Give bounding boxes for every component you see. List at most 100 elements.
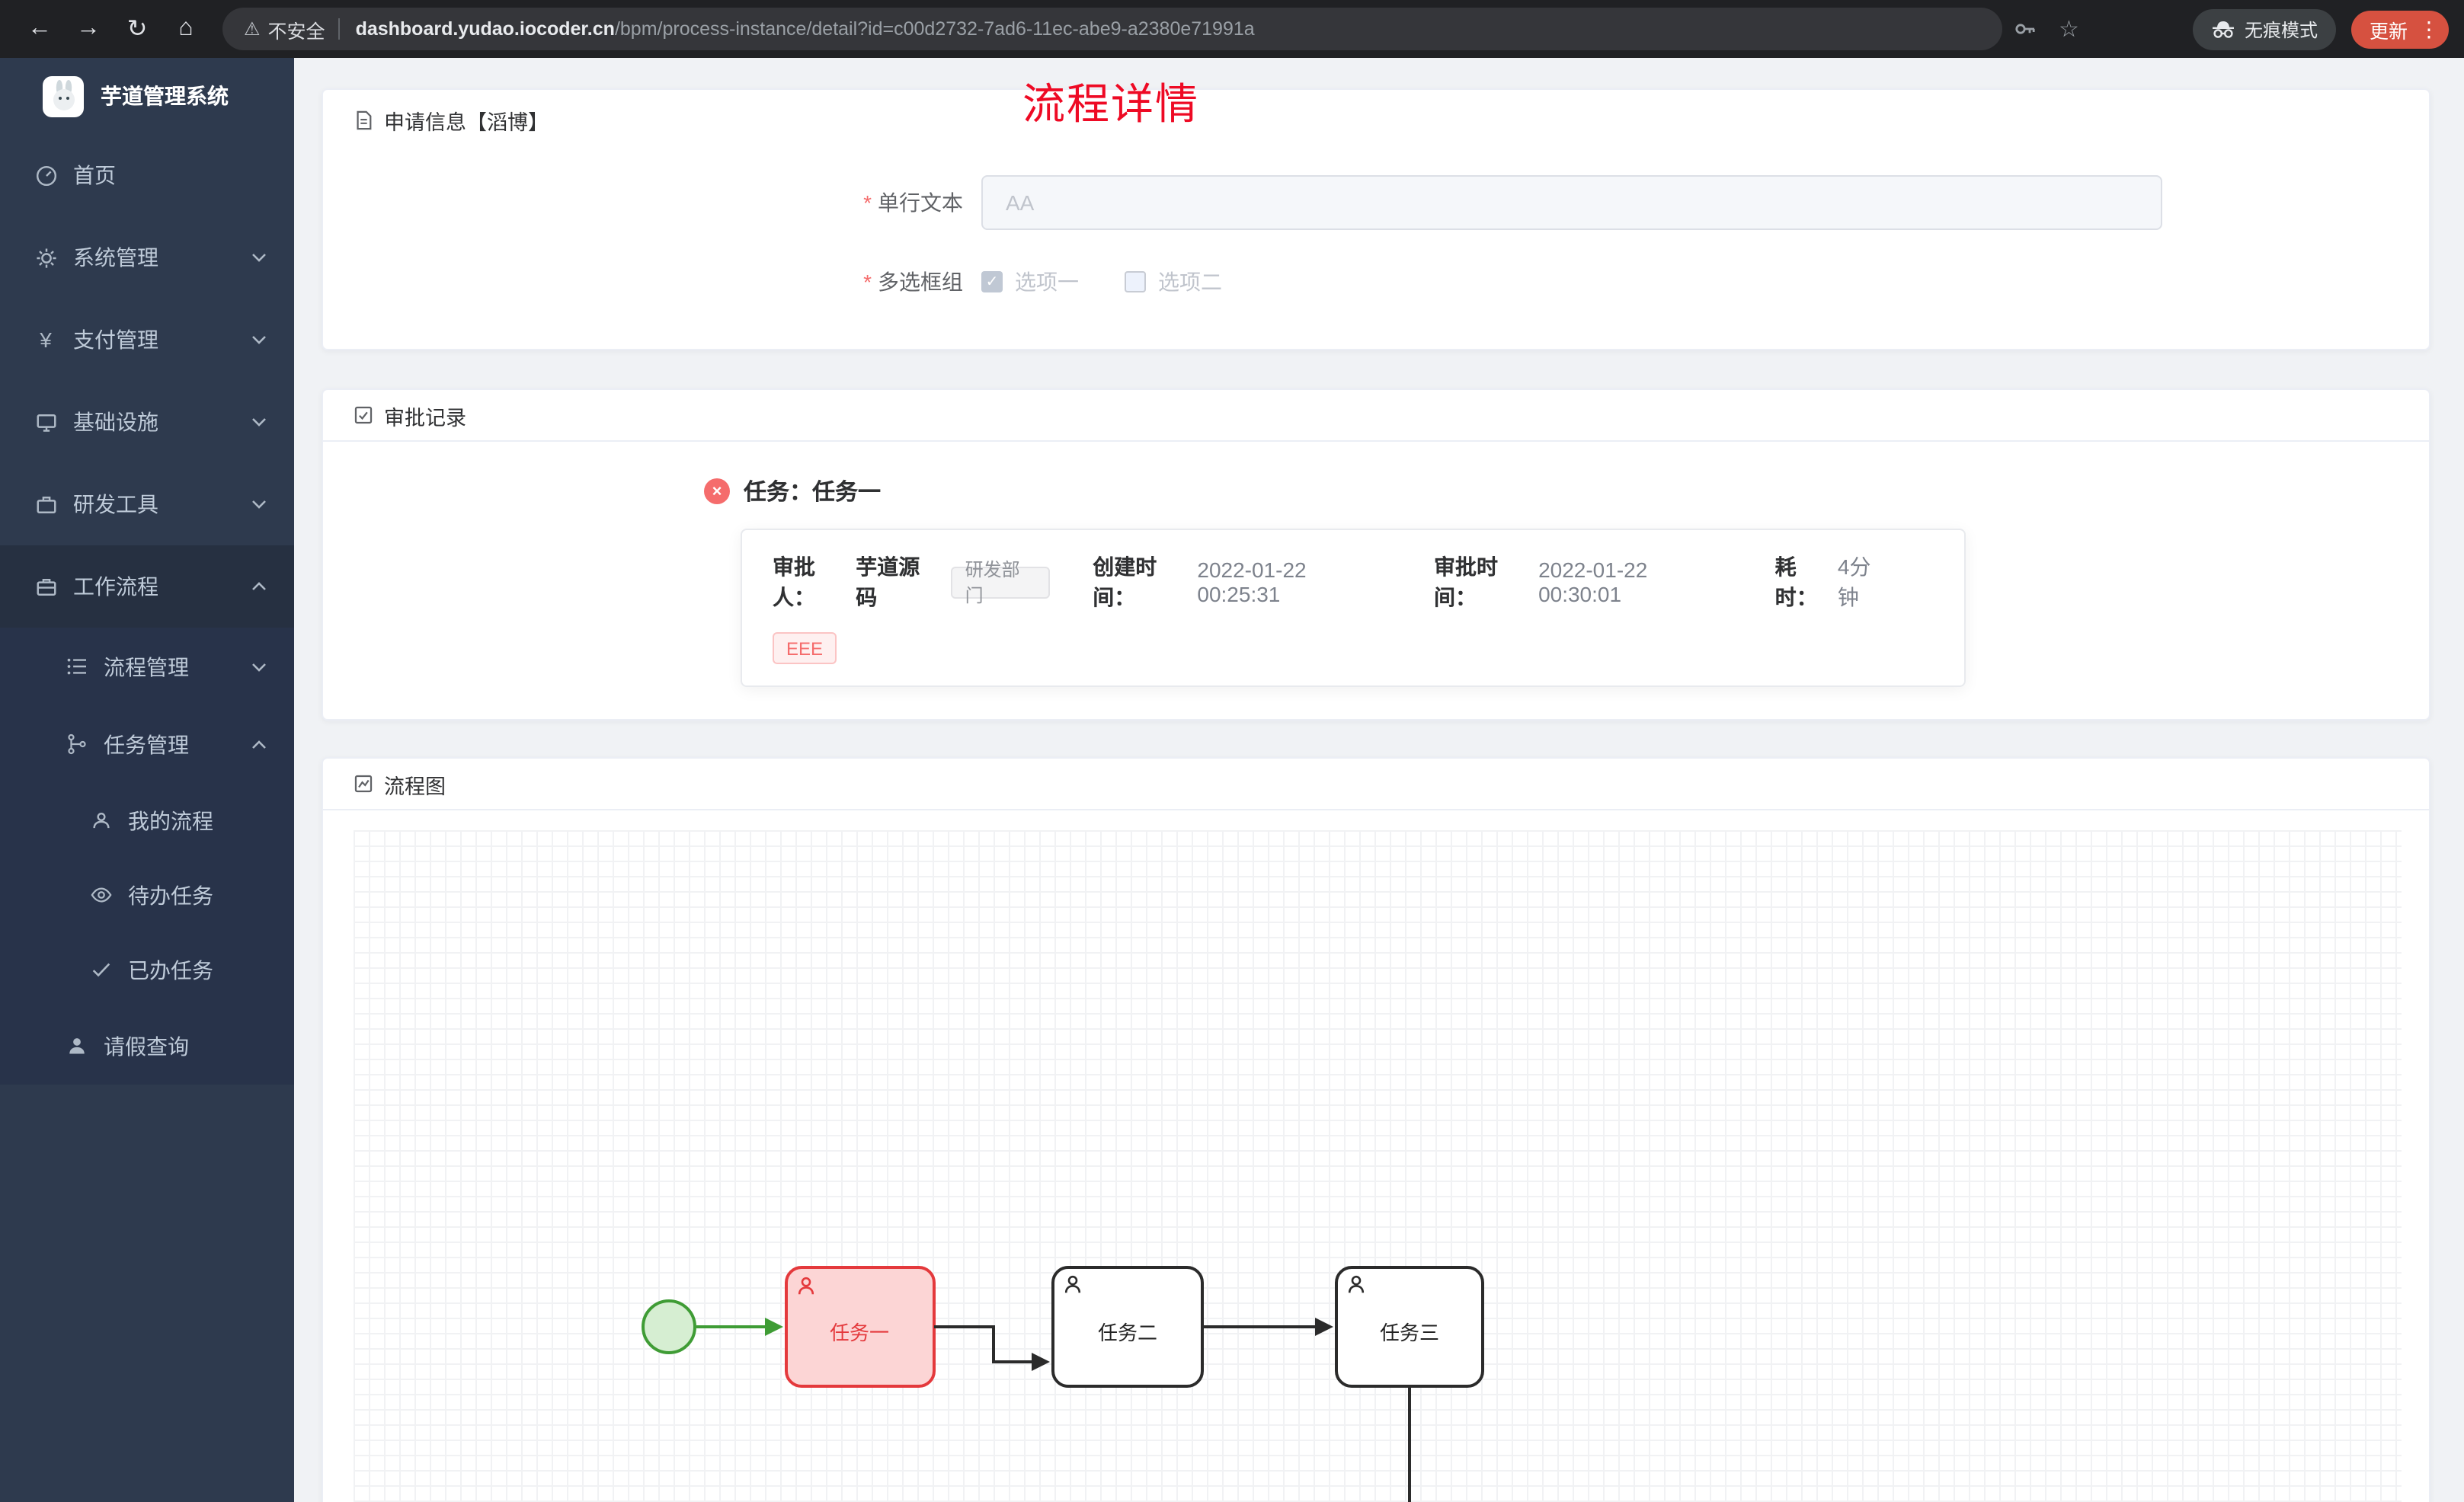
home-icon[interactable]: ⌂	[178, 15, 194, 41]
form-row-text: *单行文本	[323, 175, 2429, 230]
incognito-label: 无痕模式	[2244, 19, 2318, 40]
approver-name: 芋道源码	[856, 554, 920, 609]
sidebar-item-label: 待办任务	[128, 883, 213, 907]
duration-label: 耗时：	[1774, 554, 1818, 609]
user-task-icon	[798, 1277, 814, 1295]
sidebar-item-leave-query[interactable]: 请假查询	[0, 1007, 294, 1085]
address-bar[interactable]: ⚠ 不安全 dashboard.yudao.iocoder.cn /bpm/pr…	[222, 8, 2002, 50]
sidebar-item-label: 基础设施	[73, 410, 158, 434]
checkbox-checked-icon[interactable]: ✓	[981, 271, 1003, 292]
create-time-group: 创建时间： 2022-01-22 00:25:31	[1093, 551, 1391, 612]
checkbox-unchecked-icon[interactable]	[1125, 271, 1146, 292]
sidebar-item-task-mgmt[interactable]: 任务管理	[0, 705, 294, 783]
monitor-icon	[34, 410, 58, 434]
workflow-submenu: 流程管理 任务管理 我的流程	[0, 628, 294, 1085]
flow-node-task1[interactable]: 任务一	[785, 1266, 936, 1388]
page-title: 流程详情	[1022, 81, 1200, 128]
url-domain: dashboard.yudao.iocoder.cn	[355, 18, 615, 40]
sidebar-item-my-flows[interactable]: 我的流程	[0, 783, 294, 858]
error-icon: ×	[704, 478, 730, 504]
back-icon[interactable]: ←	[27, 15, 52, 41]
sidebar-item-devtools[interactable]: 研发工具	[0, 463, 294, 545]
bpmn-canvas[interactable]: 任务一 任务二	[354, 830, 2402, 1502]
sidebar-item-done-tasks[interactable]: 已办任务	[0, 932, 294, 1007]
person-outline-icon	[88, 808, 113, 832]
single-line-text-input[interactable]	[981, 175, 2162, 230]
sidebar-item-system[interactable]: 系统管理	[0, 216, 294, 299]
task-title: 任务：任务一	[744, 480, 882, 506]
required-marker: *	[863, 270, 872, 294]
sidebar-item-label: 支付管理	[73, 328, 158, 352]
approval-record-card: 审批记录 × 任务：任务一 审批人： 芋道源码 研发部门 创建时间： 2022-…	[322, 388, 2430, 721]
key-icon[interactable]	[2013, 17, 2037, 41]
start-event-node[interactable]	[642, 1299, 696, 1354]
sidebar-item-workflow[interactable]: 工作流程	[0, 545, 294, 628]
create-time-label: 创建时间：	[1093, 554, 1157, 609]
timeline-item: × 任务：任务一	[704, 475, 2429, 507]
forward-icon[interactable]: →	[76, 15, 101, 41]
omnibox-divider	[338, 18, 341, 40]
apply-info-card: 申请信息【滔博】 *单行文本 *多选框组 ✓ 选项一	[322, 88, 2430, 350]
result-tag: EEE	[773, 632, 837, 664]
approval-result-line: EEE	[773, 612, 1934, 664]
approve-time-value: 2022-01-22 00:30:01	[1538, 558, 1648, 606]
check-icon	[88, 957, 113, 982]
flow-node-label: 任务三	[1380, 1321, 1439, 1344]
yen-icon: ¥	[40, 328, 52, 352]
bookmark-star-icon[interactable]: ☆	[2059, 17, 2079, 43]
chevron-down-icon	[251, 335, 267, 344]
approve-time-label: 审批时间：	[1433, 554, 1498, 609]
security-label: 不安全	[267, 21, 325, 42]
sidebar-item-label: 研发工具	[73, 492, 158, 516]
sidebar-item-todo-tasks[interactable]: 待办任务	[0, 858, 294, 932]
chevron-up-icon	[251, 582, 267, 591]
bpmn-diagram: 任务一 任务二	[642, 1266, 1484, 1502]
flow-node-label: 任务一	[830, 1321, 889, 1344]
update-button[interactable]: 更新 ⋮	[2350, 10, 2449, 48]
sidebar-item-label: 流程管理	[104, 654, 189, 679]
sidebar-item-label: 已办任务	[128, 957, 213, 982]
approver-group: 审批人： 芋道源码 研发部门	[773, 551, 1051, 612]
sidebar-item-label: 系统管理	[73, 245, 158, 270]
checkbox-option-2[interactable]: 选项二	[1125, 267, 1222, 297]
chevron-down-icon	[251, 500, 267, 509]
sidebar-item-home[interactable]: 首页	[0, 134, 294, 216]
incognito-badge: 无痕模式	[2192, 8, 2336, 50]
flow-diagram-card: 流程图	[322, 757, 2430, 1502]
sidebar-item-label: 请假查询	[104, 1034, 189, 1058]
user-task-icon	[1064, 1275, 1081, 1293]
flow-card-header: 流程图	[323, 759, 2429, 810]
checkbox-label: 选项二	[1158, 270, 1222, 294]
rabbit-logo-icon	[43, 75, 84, 117]
warning-icon: ⚠	[244, 18, 261, 40]
record-card-title: 审批记录	[384, 406, 466, 429]
duration-group: 耗时： 4分钟	[1775, 551, 1891, 612]
approve-time-group: 审批时间： 2022-01-22 00:30:01	[1434, 551, 1733, 612]
sidebar-item-process-mgmt[interactable]: 流程管理	[0, 628, 294, 705]
flow-node-task3[interactable]: 任务三	[1335, 1266, 1484, 1388]
sidebar-item-label: 工作流程	[73, 574, 158, 599]
flow-card-title: 流程图	[384, 775, 446, 797]
app-logo: 芋道管理系统	[0, 58, 294, 134]
reload-icon[interactable]: ↻	[126, 17, 148, 43]
chevron-down-icon	[251, 417, 267, 427]
branch-icon	[64, 732, 88, 756]
field-label-text: 单行文本	[878, 190, 963, 215]
browser-menu-icon[interactable]: ⋮	[2418, 16, 2440, 40]
checkbox-option-1[interactable]: ✓ 选项一	[981, 267, 1079, 297]
document-icon	[354, 110, 373, 131]
incognito-icon	[2211, 19, 2235, 39]
sidebar: 芋道管理系统 首页 系统管理 ¥ 支付管理	[0, 58, 294, 1502]
sidebar-item-infra[interactable]: 基础设施	[0, 381, 294, 463]
app-title: 芋道管理系统	[101, 84, 229, 108]
flow-node-task2[interactable]: 任务二	[1051, 1266, 1204, 1388]
user-task-icon	[1348, 1275, 1365, 1293]
required-marker: *	[863, 190, 872, 215]
duration-value: 4分钟	[1837, 554, 1871, 609]
record-icon	[354, 405, 373, 425]
sidebar-item-payment[interactable]: ¥ 支付管理	[0, 299, 294, 381]
apply-card-title: 申请信息【滔博】	[384, 111, 549, 134]
dept-tag: 研发部门	[951, 559, 1051, 606]
briefcase-icon	[34, 574, 58, 599]
